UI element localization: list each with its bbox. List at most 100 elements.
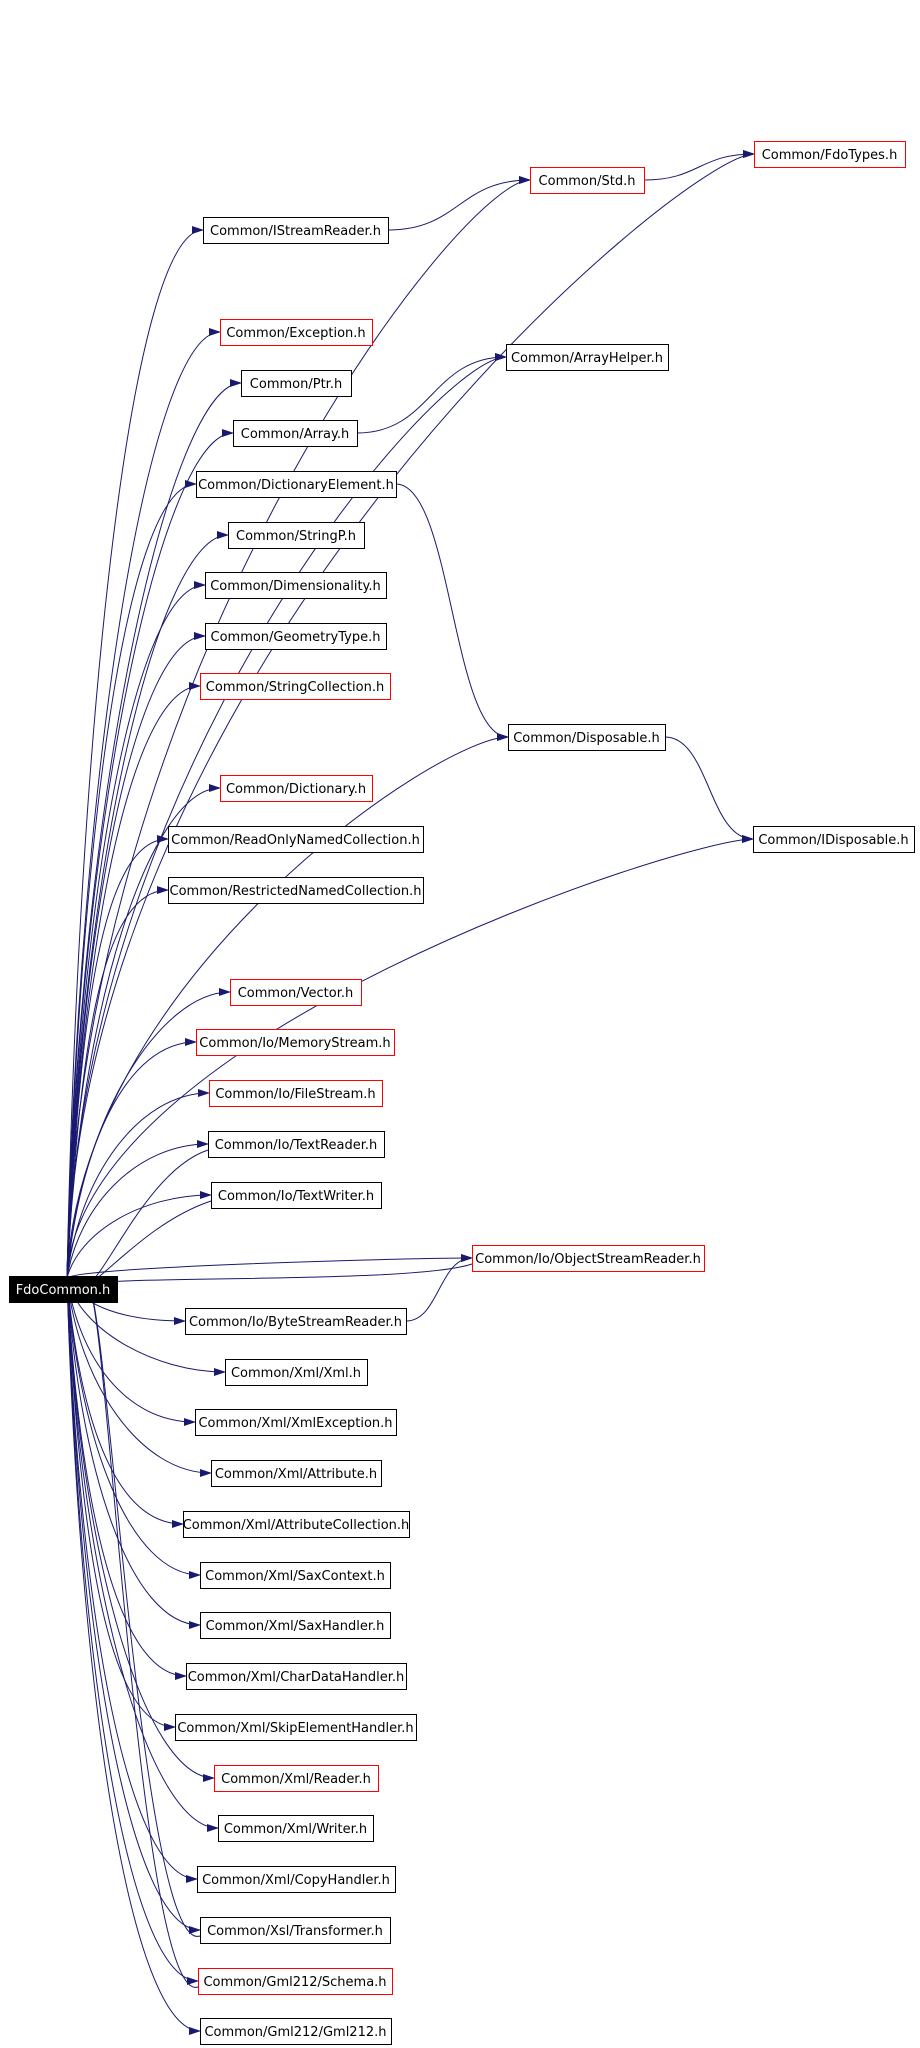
node-gml212[interactable]: Common/Gml212/Gml212.h: [200, 2018, 392, 2045]
edge-root-to-textwriter: [66, 1191, 212, 1279]
node-label-exception: Common/Exception.h: [226, 326, 365, 341]
node-box-copyhandler[interactable]: [197, 1866, 396, 1893]
node-attributecollection[interactable]: Common/Xml/AttributeCollection.h: [183, 1511, 410, 1538]
node-box-schema[interactable]: [198, 1968, 393, 1995]
node-label-attributecollection: Common/Xml/AttributeCollection.h: [183, 1518, 410, 1533]
node-reader[interactable]: Common/Xml/Reader.h: [214, 1765, 379, 1792]
node-schema[interactable]: Common/Gml212/Schema.h: [198, 1968, 393, 1995]
node-box-disposable[interactable]: [508, 724, 666, 751]
edge-root-to-geometrytype: [66, 632, 206, 1279]
edge-transformer-to-root: [86, 1276, 201, 1937]
node-box-exception[interactable]: [220, 319, 373, 346]
node-box-std[interactable]: [530, 167, 645, 194]
node-xml[interactable]: Common/Xml/Xml.h: [225, 1359, 368, 1386]
node-box-memorystream[interactable]: [196, 1029, 395, 1056]
node-stringp[interactable]: Common/StringP.h: [228, 522, 365, 549]
node-copyhandler[interactable]: Common/Xml/CopyHandler.h: [197, 1866, 396, 1893]
node-geometrytype[interactable]: Common/GeometryType.h: [205, 623, 387, 650]
node-label-array: Common/Array.h: [241, 427, 349, 442]
node-box-saxcontext[interactable]: [200, 1562, 391, 1589]
node-saxcontext[interactable]: Common/Xml/SaxContext.h: [200, 1562, 391, 1589]
node-box-dictelement[interactable]: [196, 471, 397, 498]
node-skipelementhandler[interactable]: Common/Xml/SkipElementHandler.h: [175, 1714, 417, 1741]
node-box-gml212[interactable]: [200, 2018, 392, 2045]
node-ptr[interactable]: Common/Ptr.h: [241, 370, 352, 397]
node-box-xmlexception[interactable]: [195, 1409, 397, 1436]
node-disposable[interactable]: Common/Disposable.h: [508, 724, 666, 751]
node-box-transformer[interactable]: [200, 1917, 391, 1944]
node-dictelement[interactable]: Common/DictionaryElement.h: [196, 471, 397, 498]
edge-disposable-to-idisposable: [664, 736, 754, 843]
node-dimensionality[interactable]: Common/Dimensionality.h: [205, 572, 387, 599]
node-box-writer[interactable]: [218, 1815, 374, 1842]
node-fdotypes[interactable]: Common/FdoTypes.h: [754, 141, 906, 168]
node-box-readonlynamed[interactable]: [168, 826, 424, 853]
node-box-objectstreamreader[interactable]: [472, 1245, 705, 1272]
node-saxhandler[interactable]: Common/Xml/SaxHandler.h: [200, 1612, 391, 1639]
node-label-memorystream: Common/Io/MemoryStream.h: [199, 1036, 390, 1051]
edge-root-to-attributecollection: [66, 1277, 184, 1528]
node-box-stringp[interactable]: [228, 522, 365, 549]
node-idisposable[interactable]: Common/IDisposable.h: [753, 826, 915, 853]
node-box-stringcollection[interactable]: [200, 673, 391, 700]
node-box-textreader[interactable]: [208, 1131, 385, 1158]
edge-root-to-filestream: [66, 1089, 210, 1279]
node-restrictednamed[interactable]: Common/RestrictedNamedCollection.h: [168, 877, 424, 904]
node-box-xml[interactable]: [225, 1359, 368, 1386]
node-root[interactable]: FdoCommon.h: [9, 1276, 118, 1303]
edge-root-to-dictelement: [66, 480, 197, 1279]
node-box-attributecollection[interactable]: [183, 1511, 410, 1538]
node-box-vector[interactable]: [230, 979, 362, 1006]
node-label-root: FdoCommon.h: [16, 1283, 111, 1298]
node-box-saxhandler[interactable]: [200, 1612, 391, 1639]
node-memorystream[interactable]: Common/Io/MemoryStream.h: [196, 1029, 395, 1056]
node-box-array[interactable]: [233, 420, 358, 447]
node-box-dimensionality[interactable]: [205, 572, 387, 599]
edge-root-to-dimensionality: [66, 581, 206, 1279]
node-std[interactable]: Common/Std.h: [530, 167, 645, 194]
node-objectstreamreader[interactable]: Common/Io/ObjectStreamReader.h: [472, 1245, 705, 1272]
node-dictionary[interactable]: Common/Dictionary.h: [220, 775, 373, 802]
node-arrayhelper[interactable]: Common/ArrayHelper.h: [506, 344, 669, 371]
node-label-filestream: Common/Io/FileStream.h: [215, 1087, 375, 1102]
edge-bytestreamreader-to-objectstreamreader: [405, 1254, 473, 1322]
node-label-std: Common/Std.h: [539, 174, 636, 189]
node-stringcollection[interactable]: Common/StringCollection.h: [200, 673, 391, 700]
node-array[interactable]: Common/Array.h: [233, 420, 358, 447]
node-box-idisposable[interactable]: [753, 826, 915, 853]
node-box-arrayhelper[interactable]: [506, 344, 669, 371]
node-box-root[interactable]: [9, 1276, 118, 1303]
node-box-chardatahandler[interactable]: [186, 1663, 407, 1690]
node-box-reader[interactable]: [214, 1765, 379, 1792]
node-box-dictionary[interactable]: [220, 775, 373, 802]
edge-root-to-dictionary: [66, 784, 221, 1279]
node-box-istreamreader[interactable]: [203, 217, 389, 244]
node-istreamreader[interactable]: Common/IStreamReader.h: [203, 217, 389, 244]
node-box-skipelementhandler[interactable]: [175, 1714, 417, 1741]
node-box-bytestreamreader[interactable]: [185, 1308, 407, 1335]
node-box-restrictednamed[interactable]: [168, 877, 424, 904]
node-vector[interactable]: Common/Vector.h: [230, 979, 362, 1006]
edge-root-to-writer: [66, 1277, 219, 1832]
node-filestream[interactable]: Common/Io/FileStream.h: [209, 1080, 383, 1107]
node-xmlexception[interactable]: Common/Xml/XmlException.h: [195, 1409, 397, 1436]
node-exception[interactable]: Common/Exception.h: [220, 319, 373, 346]
node-label-geometrytype: Common/GeometryType.h: [211, 630, 381, 645]
node-readonlynamed[interactable]: Common/ReadOnlyNamedCollection.h: [168, 826, 424, 853]
node-box-attribute[interactable]: [211, 1460, 382, 1487]
node-textwriter[interactable]: Common/Io/TextWriter.h: [211, 1182, 382, 1209]
node-attribute[interactable]: Common/Xml/Attribute.h: [211, 1460, 382, 1487]
node-chardatahandler[interactable]: Common/Xml/CharDataHandler.h: [186, 1663, 407, 1690]
node-label-restrictednamed: Common/RestrictedNamedCollection.h: [170, 884, 422, 899]
node-bytestreamreader[interactable]: Common/Io/ByteStreamReader.h: [185, 1308, 407, 1335]
node-textreader[interactable]: Common/Io/TextReader.h: [208, 1131, 385, 1158]
node-writer[interactable]: Common/Xml/Writer.h: [218, 1815, 374, 1842]
node-box-textwriter[interactable]: [211, 1182, 382, 1209]
edge-root-to-idisposable: [66, 835, 754, 1279]
node-box-ptr[interactable]: [241, 370, 352, 397]
node-box-filestream[interactable]: [209, 1080, 383, 1107]
node-box-fdotypes[interactable]: [754, 141, 906, 168]
node-transformer[interactable]: Common/Xsl/Transformer.h: [200, 1917, 391, 1944]
edge-root-to-std: [66, 176, 531, 1279]
node-box-geometrytype[interactable]: [205, 623, 387, 650]
